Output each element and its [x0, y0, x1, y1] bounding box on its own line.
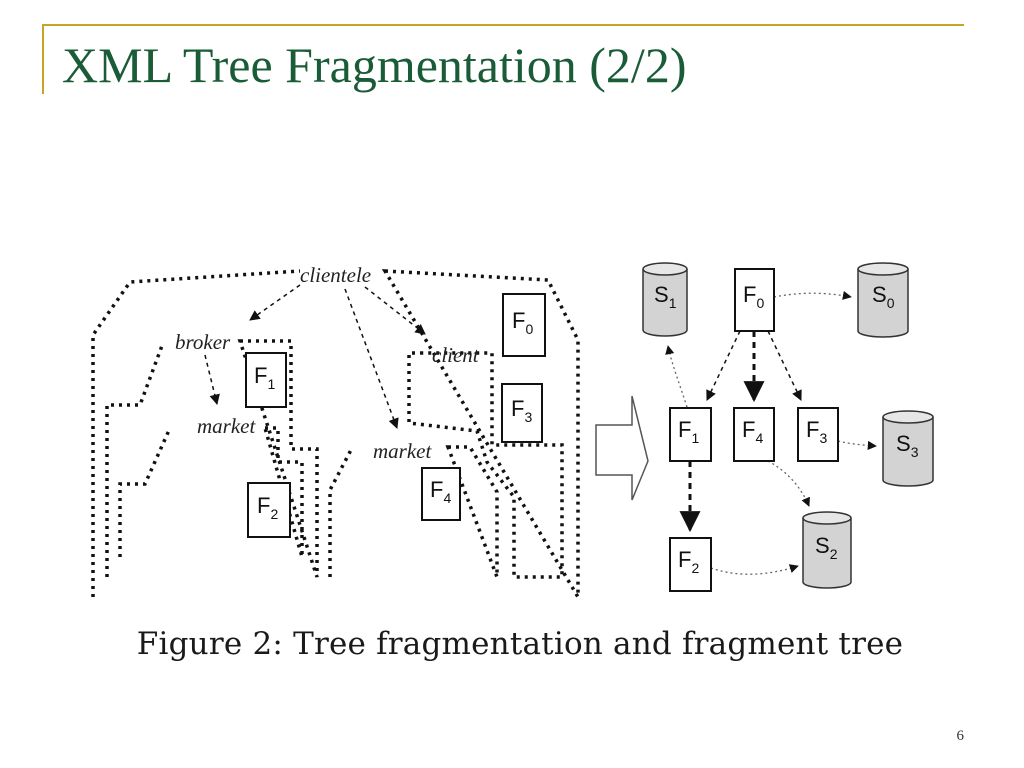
- svg-text:F3: F3: [806, 417, 827, 446]
- left-fragment-f0: F0: [502, 293, 546, 357]
- edge-broker-market: [204, 354, 220, 406]
- left-fragment-f4: F4: [421, 467, 461, 521]
- node-label-market-client: market: [373, 439, 432, 463]
- left-fragment-f1: F1: [245, 352, 287, 408]
- transform-arrow: [595, 395, 649, 501]
- edge-f0-s0: [773, 290, 852, 300]
- edge-f0-f3: [767, 330, 802, 401]
- slide-title: XML Tree Fragmentation (2/2): [62, 37, 687, 93]
- left-fragment-f3: F3: [501, 383, 543, 443]
- node-label-broker: broker: [175, 330, 231, 354]
- edge-clientele-market: [344, 288, 399, 429]
- site-s3: S3: [882, 410, 934, 487]
- tree-fragment-f2: F2: [669, 537, 712, 592]
- edge-f4-s2: [767, 460, 810, 507]
- fragment-f0-boundary: [91, 269, 580, 604]
- fragment-f1-boundary: [105, 339, 319, 578]
- svg-text:S1: S1: [654, 282, 677, 311]
- svg-text:F0: F0: [743, 282, 764, 311]
- svg-text:S2: S2: [815, 533, 838, 562]
- page-number: 6: [956, 728, 965, 744]
- left-fragment-f2: F2: [247, 482, 291, 538]
- fragment-f4-boundary: [328, 445, 499, 578]
- node-label-client: client: [432, 343, 480, 367]
- tree-fragment-f0: F0: [734, 268, 775, 332]
- tree-fragmentation-diagram: clientele broker client market market F0…: [91, 263, 580, 604]
- edge-f2-s2: [710, 564, 799, 575]
- tree-fragment-f3: F3: [797, 407, 839, 462]
- fragment-f3-boundary: [407, 351, 564, 579]
- edge-clientele-broker: [249, 284, 301, 321]
- figure-caption: Figure 2: Tree fragmentation and fragmen…: [136, 626, 904, 662]
- node-label-market-broker: market: [197, 414, 256, 438]
- svg-text:F1: F1: [254, 363, 275, 392]
- svg-text:S3: S3: [896, 431, 919, 460]
- svg-text:F2: F2: [257, 493, 278, 522]
- site-s1: S1: [642, 262, 688, 337]
- site-s0: S0: [857, 262, 909, 338]
- edge-clientele-client: [364, 286, 426, 335]
- svg-text:S0: S0: [872, 282, 895, 311]
- edge-f1-s1: [665, 345, 688, 408]
- edge-f0-f1: [706, 330, 741, 401]
- svg-text:F2: F2: [678, 547, 699, 576]
- site-s2: S2: [802, 511, 852, 589]
- svg-text:F4: F4: [742, 417, 763, 446]
- tree-fragment-f4: F4: [733, 407, 775, 462]
- tree-fragment-f1: F1: [669, 407, 712, 462]
- svg-text:F3: F3: [511, 396, 532, 425]
- node-label-clientele: clientele: [300, 263, 371, 287]
- edge-f3-s3: [837, 440, 877, 450]
- fragment-tree-diagram: S1 S0 S3 S2 F0 F1 F4: [642, 262, 934, 592]
- title-accent-vertical: [42, 24, 44, 94]
- title-accent-horizontal: [42, 24, 964, 26]
- svg-text:F4: F4: [430, 477, 451, 506]
- fragment-f2-boundary: [118, 426, 304, 558]
- svg-text:F1: F1: [678, 417, 699, 446]
- svg-text:F0: F0: [512, 308, 533, 337]
